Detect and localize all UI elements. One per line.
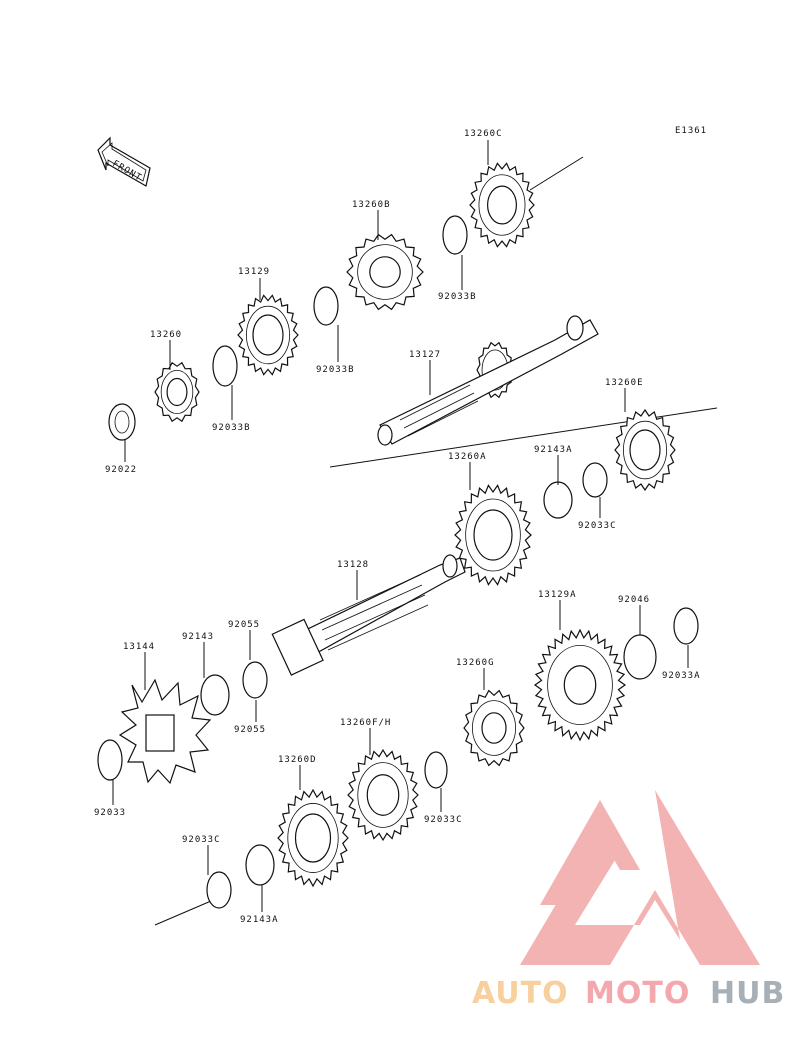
callout-92033b-c: 92033B	[212, 423, 251, 433]
callout-13144: 13144	[123, 642, 155, 652]
part-13260g-gear	[463, 689, 525, 767]
leader-lines	[112, 140, 689, 912]
callout-92033b-b: 92033B	[316, 365, 355, 375]
callout-92022: 92022	[105, 465, 137, 475]
watermark-text-moto: MOTO	[585, 976, 690, 1011]
callout-92033b-a: 92033B	[438, 292, 477, 302]
part-13260b-gear	[346, 233, 424, 311]
callout-92033c-mid: 92033C	[424, 815, 463, 825]
part-13260c-gear	[469, 162, 535, 248]
part-13128-shaft	[271, 554, 466, 676]
part-13144-sprocket	[118, 678, 212, 785]
callout-13128: 13128	[337, 560, 369, 570]
callout-13129: 13129	[238, 267, 270, 277]
callout-92033c-lower: 92033C	[182, 835, 221, 845]
upper-gear-axis	[529, 156, 584, 191]
callout-92033a: 92033A	[662, 671, 701, 681]
front-direction-arrow: FRONT	[97, 136, 151, 187]
callout-13260a: 13260A	[448, 452, 487, 462]
callout-13260d: 13260D	[278, 755, 317, 765]
part-13260a-gear	[454, 484, 532, 586]
watermark-logo: AUTO MOTO HUB	[472, 790, 785, 1011]
watermark-text-hub: HUB	[710, 976, 785, 1011]
part-13127-shaft	[377, 315, 599, 446]
callout-92055-top: 92055	[228, 620, 260, 630]
callout-92143a-upper: 92143A	[534, 445, 573, 455]
callout-92046: 92046	[618, 595, 650, 605]
part-92033-ring	[97, 739, 123, 781]
part-92143a-bushing-upper	[543, 481, 573, 519]
callout-13260b: 13260B	[352, 200, 391, 210]
callout-13260g: 13260G	[456, 658, 495, 668]
callout-13260e: 13260E	[605, 378, 644, 388]
part-13260-gear	[154, 361, 200, 423]
watermark-text-auto: AUTO	[472, 976, 569, 1011]
callout-13260: 13260	[150, 330, 182, 340]
part-92033b-ring-2	[313, 286, 339, 326]
watermark-triangle-mark	[520, 790, 760, 965]
part-92033c-ring-mid	[424, 751, 448, 789]
part-92033b-ring-1	[212, 345, 238, 387]
part-92143a-bushing-lower	[245, 844, 275, 886]
part-92022-washer	[108, 403, 136, 441]
callout-92033: 92033	[94, 808, 126, 818]
part-92033c-ring-lower	[206, 871, 232, 909]
callout-13260c: 13260C	[464, 129, 503, 139]
callout-13260fh: 13260F/H	[340, 718, 391, 728]
callout-92143: 92143	[182, 632, 214, 642]
callout-13127: 13127	[409, 350, 441, 360]
callouts: 13260C 13260B 92033B 13129 92033B 13260 …	[94, 129, 701, 925]
part-13260e-gear	[614, 408, 676, 492]
part-92033a-ring	[673, 607, 699, 645]
part-92033c-ring-upper	[582, 462, 608, 498]
callout-92055-bottom: 92055	[234, 725, 266, 735]
part-92046-bearing	[623, 634, 657, 680]
callout-92143a-lower: 92143A	[240, 915, 279, 925]
gears-group	[154, 162, 676, 888]
part-13129-gear	[237, 294, 299, 376]
callout-92033c-upper: 92033C	[578, 521, 617, 531]
part-13129a-gear	[533, 628, 627, 742]
part-92055-ring	[242, 661, 268, 699]
part-13260d-gear	[277, 788, 349, 888]
callout-13129a: 13129A	[538, 590, 577, 600]
part-92143-bushing	[200, 674, 230, 716]
diagram-ref-code: E1361	[675, 126, 707, 136]
part-92033b-ring-3	[442, 215, 468, 255]
part-13260fh-gear	[347, 748, 419, 842]
washers-group	[97, 215, 699, 909]
